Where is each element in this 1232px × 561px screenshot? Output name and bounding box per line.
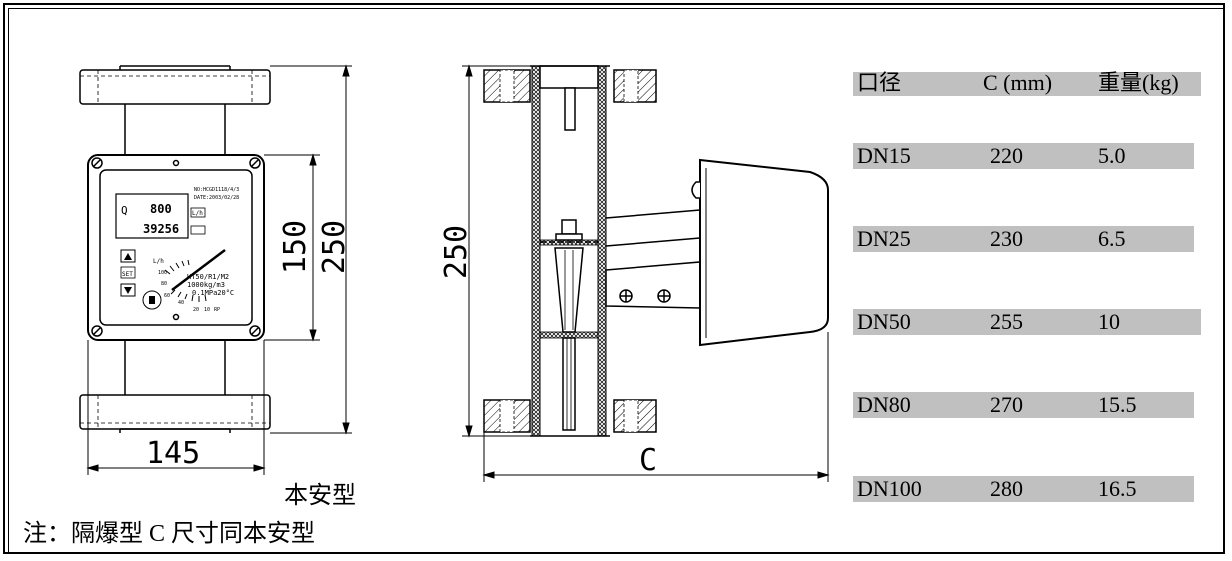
front-dimensions xyxy=(86,64,352,475)
scale-label-rp: RP xyxy=(214,307,220,313)
housing-screws xyxy=(91,157,261,337)
table-cell: 6.5 xyxy=(1098,226,1126,251)
dim-length-c: C xyxy=(639,443,657,478)
info-line-1: NO:HCGD1118/4/3 xyxy=(194,187,239,193)
table-cell: 230 xyxy=(990,226,1023,251)
inner-frame xyxy=(8,8,1224,553)
front-view xyxy=(79,65,271,433)
dim-height-250-front: 250 xyxy=(317,220,352,274)
table-cell: 15.5 xyxy=(1098,392,1137,417)
lcd-total-value: 39256 xyxy=(143,222,179,236)
set-button xyxy=(120,266,136,279)
pointer-needle xyxy=(171,249,226,291)
down-button xyxy=(120,283,136,297)
table-cell: 220 xyxy=(990,143,1023,168)
scale-label-100: 100 xyxy=(158,270,167,276)
flow-scale xyxy=(164,259,207,302)
table-cell: 10 xyxy=(1098,309,1120,334)
dim-height-150: 150 xyxy=(278,220,313,274)
dim-width-145: 145 xyxy=(146,436,200,471)
indicator-housing xyxy=(87,154,265,341)
variant-caption: 本安型 xyxy=(284,483,356,509)
row-bar xyxy=(853,226,1194,252)
row-bar xyxy=(853,309,1201,335)
top-stop xyxy=(564,87,576,131)
lcd-unit-text: L/h xyxy=(192,210,203,217)
table-cell: DN15 xyxy=(857,143,911,168)
front-view-text: Q 800 39256 L/h NO:HCGD1118/4/3 DATE:200… xyxy=(121,187,239,313)
table-cell: 5.0 xyxy=(1098,143,1126,168)
lcd-unit-box xyxy=(190,207,206,218)
table-cell: DN25 xyxy=(857,226,911,251)
outer-frame xyxy=(3,3,1225,554)
table-cell: 255 xyxy=(990,309,1023,334)
selector-knob xyxy=(142,290,162,310)
side-view xyxy=(483,65,829,437)
row-bar xyxy=(853,476,1194,502)
front-bottom-flange xyxy=(79,394,271,430)
pressure-text: 0.1MPa20°C xyxy=(192,289,234,297)
tube-wall-left xyxy=(531,65,541,437)
note-caption: 注：隔爆型 C 尺寸同本安型 xyxy=(23,521,316,547)
front-top-flange xyxy=(79,69,271,105)
scale-label-80: 80 xyxy=(161,281,167,287)
table-cell: 280 xyxy=(990,476,1023,501)
table-cell: 16.5 xyxy=(1098,476,1137,501)
float-rod xyxy=(562,337,576,431)
table-cell: 270 xyxy=(990,392,1023,417)
table-header-c: C (mm) xyxy=(983,70,1053,95)
row-bar xyxy=(853,143,1194,169)
table-header-weight: 重量(kg) xyxy=(1098,70,1179,95)
lcd-q-label: Q xyxy=(121,204,128,217)
table-cell: DN80 xyxy=(857,392,911,417)
scale-label-60: 60 xyxy=(164,293,170,299)
float-head xyxy=(561,219,577,235)
set-button-label: SET xyxy=(122,271,133,278)
indicator-head xyxy=(699,158,829,347)
lcd-rate-value: 800 xyxy=(150,202,172,216)
tube-wall-right xyxy=(597,65,607,437)
table-header-bore: 口径 xyxy=(857,70,902,95)
dim-height-250-side: 250 xyxy=(439,225,474,279)
indicator-bracket xyxy=(605,261,701,309)
scale-label-20: 20 xyxy=(193,307,199,313)
header-bar xyxy=(853,72,1201,96)
float-cone xyxy=(554,247,584,333)
lcd-screen xyxy=(115,193,189,239)
model-text: HT50/R1/M2 xyxy=(187,273,229,281)
table-cell: DN100 xyxy=(857,476,922,501)
row-bar xyxy=(853,392,1194,418)
density-text: 1000kg/m3 xyxy=(187,281,225,289)
scale-label-40: 40 xyxy=(178,300,184,306)
scale-unit-label: L/h xyxy=(153,258,164,265)
scale-label-10: 10 xyxy=(204,307,210,313)
table-cell: DN50 xyxy=(857,309,911,334)
up-button xyxy=(120,249,136,263)
info-line-2: DATE:2003/02/28 xyxy=(194,195,239,201)
side-dimensions xyxy=(462,64,830,482)
